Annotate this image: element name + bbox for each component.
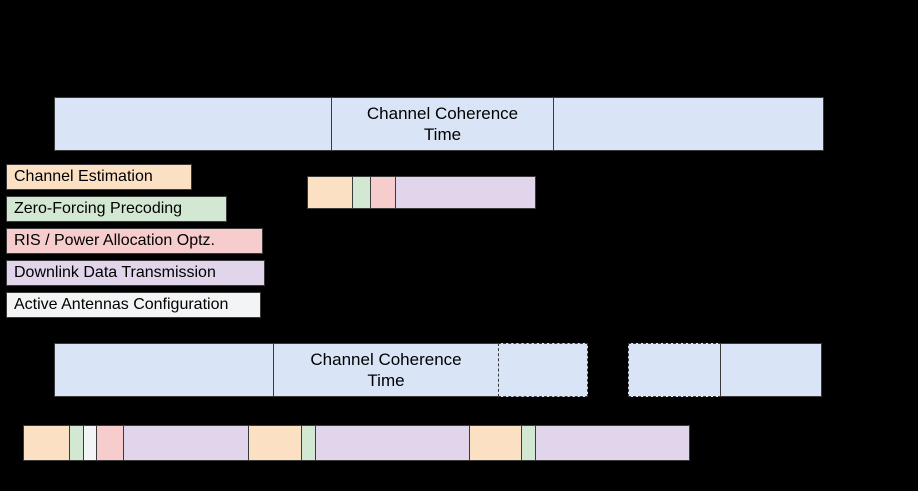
coherence-time-cell: Channel Coherence Time <box>331 97 554 151</box>
phase-segment-active-antennas-configuration <box>83 425 97 461</box>
coherence-empty-cell <box>54 343 274 397</box>
legend-item-label: Zero-Forcing Precoding <box>14 200 183 217</box>
legend-item-label: RIS / Power Allocation Optz. <box>14 232 215 249</box>
top-phase-bar <box>307 176 536 209</box>
legend-item-channel-estimation: Channel Estimation <box>6 164 192 190</box>
top-coherence-row: Channel Coherence Time <box>54 97 824 151</box>
legend-item-label: Channel Estimation <box>14 168 153 185</box>
legend-item-active-antennas-configuration: Active Antennas Configuration <box>6 292 261 318</box>
coherence-empty-cell <box>720 343 822 397</box>
coherence-time-cell: Channel Coherence Time <box>273 343 499 397</box>
phase-segment-zero-forcing-precoding <box>521 425 536 461</box>
phase-segment-channel-estimation <box>469 425 522 461</box>
bottom-phase-bar <box>23 425 690 461</box>
coherence-empty-cell <box>498 343 588 397</box>
phase-segment-channel-estimation <box>248 425 302 461</box>
legend-item-ris-power-allocation-optz: RIS / Power Allocation Optz. <box>6 228 263 254</box>
phase-segment-downlink-data-transmission <box>395 176 536 209</box>
phase-segment-ris-power-allocation-optz <box>96 425 124 461</box>
phase-segment-zero-forcing-precoding <box>69 425 84 461</box>
legend-item-label: Active Antennas Configuration <box>14 296 229 313</box>
coherence-empty-cell <box>628 343 721 397</box>
phase-segment-downlink-data-transmission <box>123 425 249 461</box>
phase-segment-downlink-data-transmission <box>315 425 470 461</box>
legend-item-label: Downlink Data Transmission <box>14 264 216 281</box>
phase-segment-zero-forcing-precoding <box>352 176 371 209</box>
bottom-coherence-row: Channel Coherence Time <box>54 343 822 397</box>
coherence-empty-cell <box>54 97 332 151</box>
phase-segment-zero-forcing-precoding <box>301 425 316 461</box>
legend-item-zero-forcing-precoding: Zero-Forcing Precoding <box>6 196 227 222</box>
phase-segment-channel-estimation <box>23 425 70 461</box>
phase-segment-ris-power-allocation-optz <box>370 176 396 209</box>
phase-segment-downlink-data-transmission <box>535 425 690 461</box>
phase-segment-channel-estimation <box>307 176 353 209</box>
coherence-empty-cell <box>553 97 824 151</box>
coherence-row-gap <box>588 343 629 397</box>
legend-item-downlink-data-transmission: Downlink Data Transmission <box>6 260 265 286</box>
